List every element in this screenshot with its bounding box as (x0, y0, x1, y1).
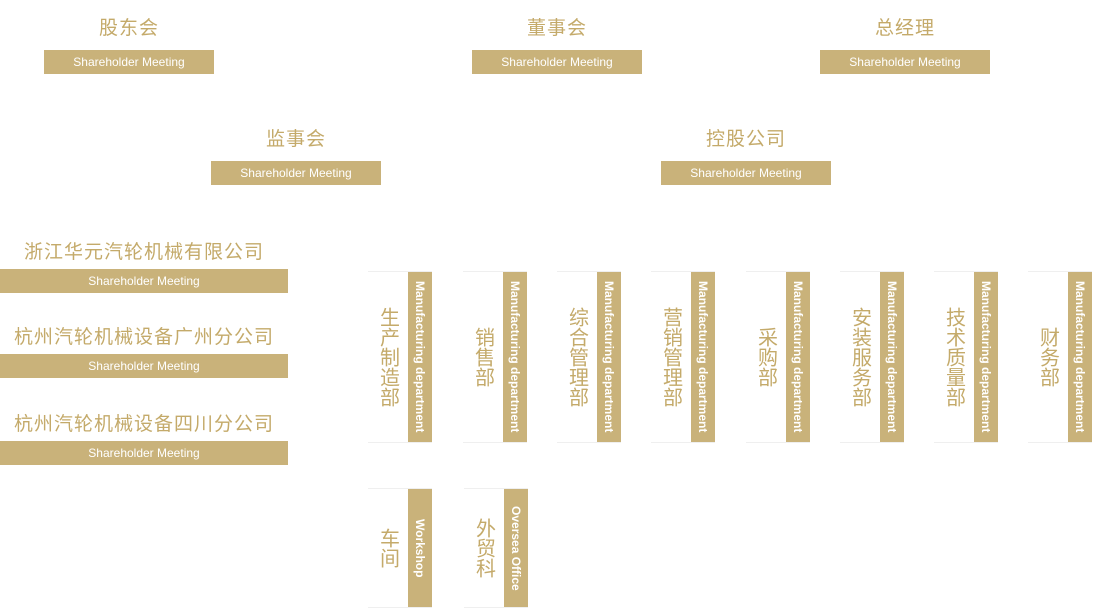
dept-tag: Manufacturing department (1068, 272, 1092, 442)
dept-name: 采购部 (754, 327, 779, 387)
company-guangzhou: 杭州汽轮机械设备广州分公司 Shareholder Meeting (0, 325, 288, 378)
dept-name: 销售部 (471, 327, 496, 387)
dept-tag: Manufacturing department (597, 272, 621, 442)
dept-tag: Manufacturing department (880, 272, 904, 442)
dept-name: 安装服务部 (848, 307, 873, 407)
node-general-manager: 总经理 Shareholder Meeting (820, 16, 990, 74)
dept-tag: Manufacturing department (786, 272, 810, 442)
dept-finance: 财务部 Manufacturing department (1028, 271, 1092, 443)
dept-tag: Workshop (408, 489, 432, 607)
dept-workshop: 车间 Workshop (368, 488, 432, 608)
company-subtitle-bar: Shareholder Meeting (0, 269, 288, 293)
dept-name: 财务部 (1036, 327, 1061, 387)
dept-purchasing: 采购部 Manufacturing department (746, 271, 810, 443)
dept-installation: 安装服务部 Manufacturing department (840, 271, 904, 443)
node-shareholders: 股东会 Shareholder Meeting (44, 16, 214, 74)
node-title: 控股公司 (705, 128, 786, 150)
node-subtitle-bar: Shareholder Meeting (472, 50, 642, 74)
node-title: 董事会 (526, 17, 587, 39)
node-title: 监事会 (265, 128, 326, 150)
dept-tag: Manufacturing department (408, 272, 432, 442)
dept-tech-quality: 技术质量部 Manufacturing department (934, 271, 998, 443)
dept-name: 综合管理部 (565, 307, 590, 407)
node-subtitle-bar: Shareholder Meeting (44, 50, 214, 74)
dept-name: 外贸科 (472, 518, 497, 578)
company-title: 杭州汽轮机械设备广州分公司 (13, 326, 274, 348)
node-subtitle-bar: Shareholder Meeting (820, 50, 990, 74)
node-title: 总经理 (874, 17, 935, 39)
dept-name: 生产制造部 (376, 307, 401, 407)
dept-name: 营销管理部 (659, 307, 684, 407)
node-subtitle-bar: Shareholder Meeting (211, 161, 381, 185)
dept-tag: Manufacturing department (503, 272, 527, 442)
node-supervisors: 监事会 Shareholder Meeting (211, 127, 381, 185)
node-board: 董事会 Shareholder Meeting (472, 16, 642, 74)
company-zhejiang: 浙江华元汽轮机械有限公司 Shareholder Meeting (0, 240, 288, 293)
dept-name: 技术质量部 (942, 307, 967, 407)
dept-marketing: 营销管理部 Manufacturing department (651, 271, 715, 443)
dept-sales: 销售部 Manufacturing department (463, 271, 527, 443)
dept-foreign-trade: 外贸科 Oversea Office (464, 488, 528, 608)
node-subtitle-bar: Shareholder Meeting (661, 161, 831, 185)
dept-tag: Manufacturing department (691, 272, 715, 442)
node-title: 股东会 (98, 17, 159, 39)
company-subtitle-bar: Shareholder Meeting (0, 354, 288, 378)
dept-tag: Manufacturing department (974, 272, 998, 442)
company-sichuan: 杭州汽轮机械设备四川分公司 Shareholder Meeting (0, 412, 288, 465)
dept-tag: Oversea Office (504, 489, 528, 607)
dept-general-admin: 综合管理部 Manufacturing department (557, 271, 621, 443)
node-holding-company: 控股公司 Shareholder Meeting (661, 127, 831, 185)
dept-production: 生产制造部 Manufacturing department (368, 271, 432, 443)
dept-name: 车间 (376, 528, 401, 568)
company-subtitle-bar: Shareholder Meeting (0, 441, 288, 465)
company-title: 浙江华元汽轮机械有限公司 (23, 241, 264, 263)
company-title: 杭州汽轮机械设备四川分公司 (13, 413, 274, 435)
